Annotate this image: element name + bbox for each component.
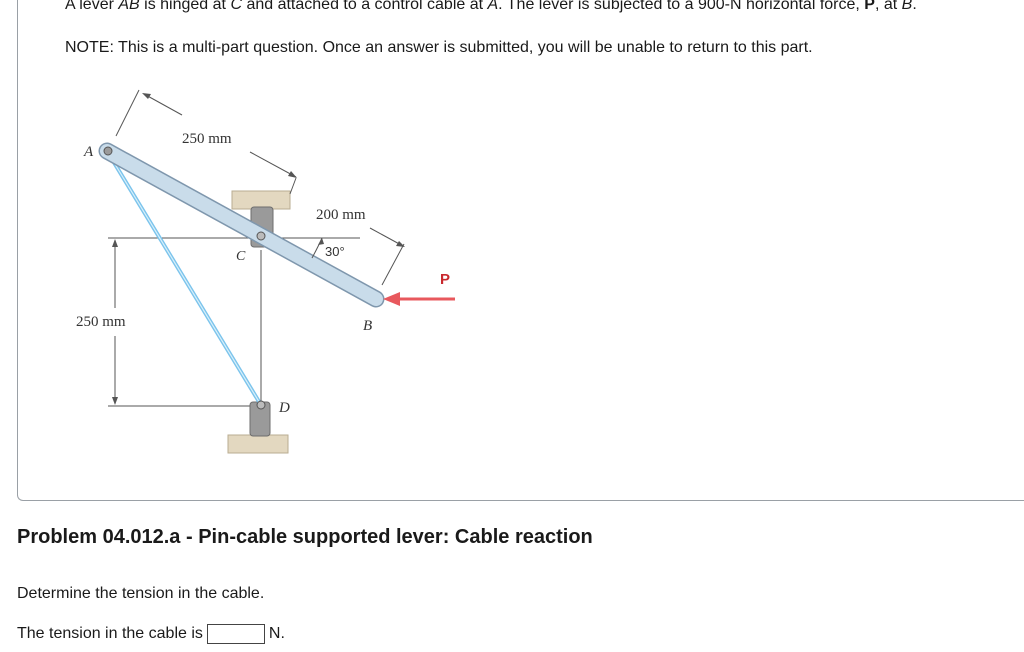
lever-arm [100,144,383,306]
pin-d [256,400,266,410]
intro-text: A lever [65,0,119,13]
intro-lever-name: AB [118,0,140,13]
force-p-arrowhead [383,292,400,306]
intro-text: and attached to a control cable at [242,0,488,13]
dimension-arrow [142,93,151,99]
intro-text: . [912,0,917,13]
label-c: C [236,249,246,264]
problem-statement: A lever AB is hinged at C and attached t… [65,0,917,16]
multipart-note: NOTE: This is a multi-part question. Onc… [65,39,813,56]
control-cable-highlight [106,150,262,406]
dimension-cb-label: 200 mm [316,207,366,223]
answer-label: The tension in the cable is [17,625,203,642]
dimension-arrow [288,171,297,178]
problem-panel [17,0,1024,501]
dimension-arrow-down [112,397,118,405]
answer-row: The tension in the cable is N. [17,623,285,645]
force-p-label: P [440,271,450,288]
dimension-ac-label: 250 mm [182,131,232,147]
intro-text: . The lever is subjected to a 900-N hori… [498,0,865,13]
dimension-tick [381,243,405,286]
lever-diagram: 250 mm 250 mm 200 mm 30° P A C B D [76,89,455,454]
intro-cable-point: A [487,0,499,13]
dimension-line-ac [115,89,140,137]
top-support-block [231,190,291,210]
bottom-support-block [227,434,289,454]
answer-unit: N. [268,625,285,642]
dimension-tick [289,177,297,195]
problem-title: Problem 04.012.a - Pin-cable supported l… [17,526,593,548]
intro-text: , at [874,0,902,13]
dimension-line-cb [369,227,404,247]
tension-answer-input[interactable] [206,624,265,644]
angle-arrow [318,238,324,245]
dimension-arrow-up [112,239,118,247]
dimension-line-ac [249,151,297,178]
label-a: A [83,144,94,160]
intro-text: is hinged at [139,0,231,13]
pin-a [103,146,113,156]
intro-force-point: B [901,0,913,13]
angle-label: 30° [325,244,345,259]
label-d: D [278,400,290,416]
label-b: B [363,318,372,334]
intro-force-name: P [864,0,875,13]
dimension-vertical-label: 250 mm [76,314,126,330]
dimension-line-ac [143,93,183,116]
intro-hinge-point: C [230,0,242,13]
question-text: Determine the tension in the cable. [17,585,265,602]
pin-c [256,231,266,241]
